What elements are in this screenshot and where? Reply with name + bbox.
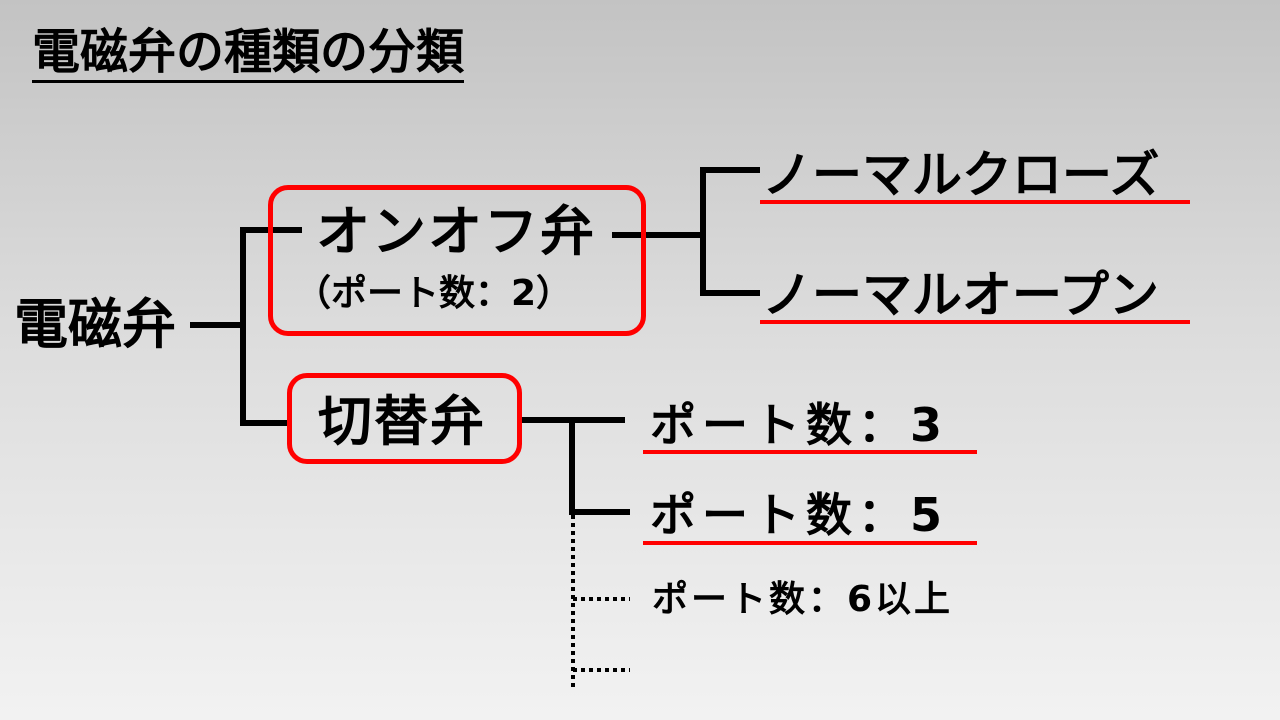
normally-closed-underline <box>760 200 1190 204</box>
port-3-underline <box>643 450 977 454</box>
normally-open-underline <box>760 320 1190 324</box>
switch-valve-highlight-box <box>287 373 522 464</box>
onoff-valve-highlight-box <box>268 185 646 336</box>
port-5-label: ポート数：5 <box>650 488 949 542</box>
onoff-valve-label: オンオフ弁 <box>316 200 596 263</box>
switch-valve-label: 切替弁 <box>318 390 486 453</box>
normally-closed-label: ノーマルクローズ <box>762 146 1160 204</box>
connector-switch-branches <box>569 420 630 515</box>
port-6-plus-label: ポート数：6以上 <box>652 579 954 620</box>
onoff-valve-port-count: （ポート数：2） <box>295 273 573 314</box>
port-3-label: ポート数：3 <box>650 398 949 452</box>
connector-onoff-branches <box>700 167 760 296</box>
page-title: 電磁弁の種類の分類 <box>32 28 465 83</box>
port-5-underline <box>643 541 977 545</box>
root-node-solenoid-valve: 電磁弁 <box>14 293 176 356</box>
normally-open-label: ノーマルオープン <box>762 266 1159 324</box>
